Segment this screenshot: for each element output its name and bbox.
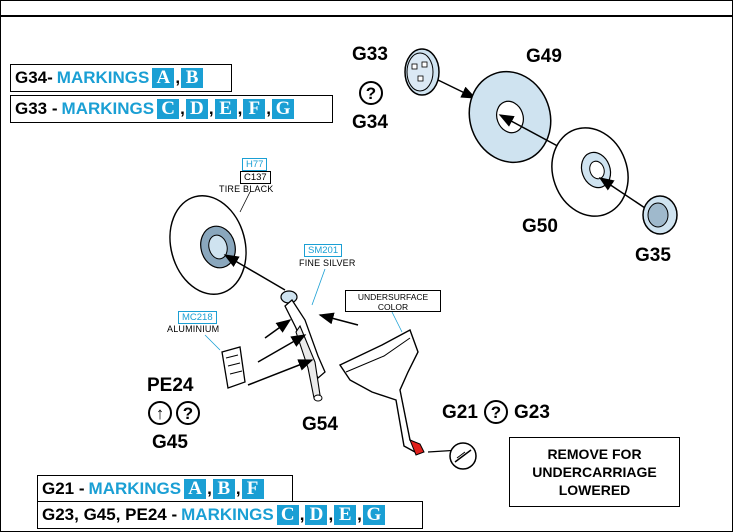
marking-letter: A: [152, 68, 175, 88]
marking-letter: G: [272, 99, 295, 119]
part-pe24-bracket: [221, 346, 246, 389]
part-g35-hub: [642, 195, 678, 235]
paint-code-mc218: MC218: [178, 311, 217, 324]
paint-code-h77: H77: [242, 158, 268, 171]
marking-letter: F: [243, 99, 266, 119]
part-g50-wheel-half: [551, 127, 629, 217]
part-label-g23: G23: [514, 402, 550, 423]
paint-name-fine-silver: FINE SILVER: [299, 258, 356, 268]
marking-letter: D: [185, 99, 208, 119]
part-label-g54: G54: [302, 414, 338, 435]
arrow-up-icon: ↑: [148, 401, 172, 425]
markings-box-g23: G23, G45, PE24 - MARKINGS C,D,E,G: [37, 501, 423, 529]
marking-letter: E: [334, 505, 357, 525]
part-undercarriage-door: [338, 329, 425, 456]
marking-letter: C: [157, 99, 180, 119]
paint-code-c137: C137: [240, 171, 271, 184]
question-icon: ?: [176, 401, 200, 425]
part-label-pe24: PE24: [147, 375, 194, 396]
paint-name-aluminium: ALUMINIUM: [167, 324, 220, 334]
markings-box-g34: G34- MARKINGS A,B: [10, 64, 232, 92]
paint-name-tire-black: TIRE BLACK: [219, 184, 274, 194]
marking-letter: G: [362, 505, 385, 525]
cut-symbol-icon: [449, 442, 477, 470]
markings-box-g21: G21 - MARKINGS A,B,F: [37, 475, 293, 502]
part-g49-disk: [468, 70, 552, 164]
marking-letter: E: [214, 99, 237, 119]
paint-code-sm201: SM201: [304, 244, 343, 257]
marking-letter: F: [241, 478, 264, 499]
part-label-g21: G21: [442, 402, 478, 423]
paint-code-undersurface: UNDERSURFACE COLOR: [345, 290, 441, 312]
question-icon: ?: [484, 400, 508, 424]
markings-box-g33: G33 - MARKINGS C,D,E,F,G: [10, 95, 333, 123]
marking-letter: D: [305, 505, 328, 525]
marking-letter: A: [184, 478, 207, 499]
remove-note-box: REMOVE FOR UNDERCARRIAGE LOWERED: [509, 437, 680, 507]
part-label-g50: G50: [522, 216, 558, 237]
part-tire: [169, 195, 247, 295]
part-label-g33: G33: [352, 44, 388, 65]
part-label-g45: G45: [152, 432, 188, 453]
part-label-g35: G35: [635, 245, 671, 266]
part-label-g49: G49: [526, 46, 562, 67]
part-g33-hubcap: [404, 48, 440, 96]
top-divider: [0, 15, 733, 17]
marking-letter: B: [212, 478, 235, 499]
part-label-g34: G34: [352, 112, 388, 133]
part-g54-strut: [280, 290, 326, 402]
marking-letter: C: [276, 505, 299, 525]
marking-letter: B: [181, 68, 204, 88]
question-icon: ?: [359, 81, 383, 105]
